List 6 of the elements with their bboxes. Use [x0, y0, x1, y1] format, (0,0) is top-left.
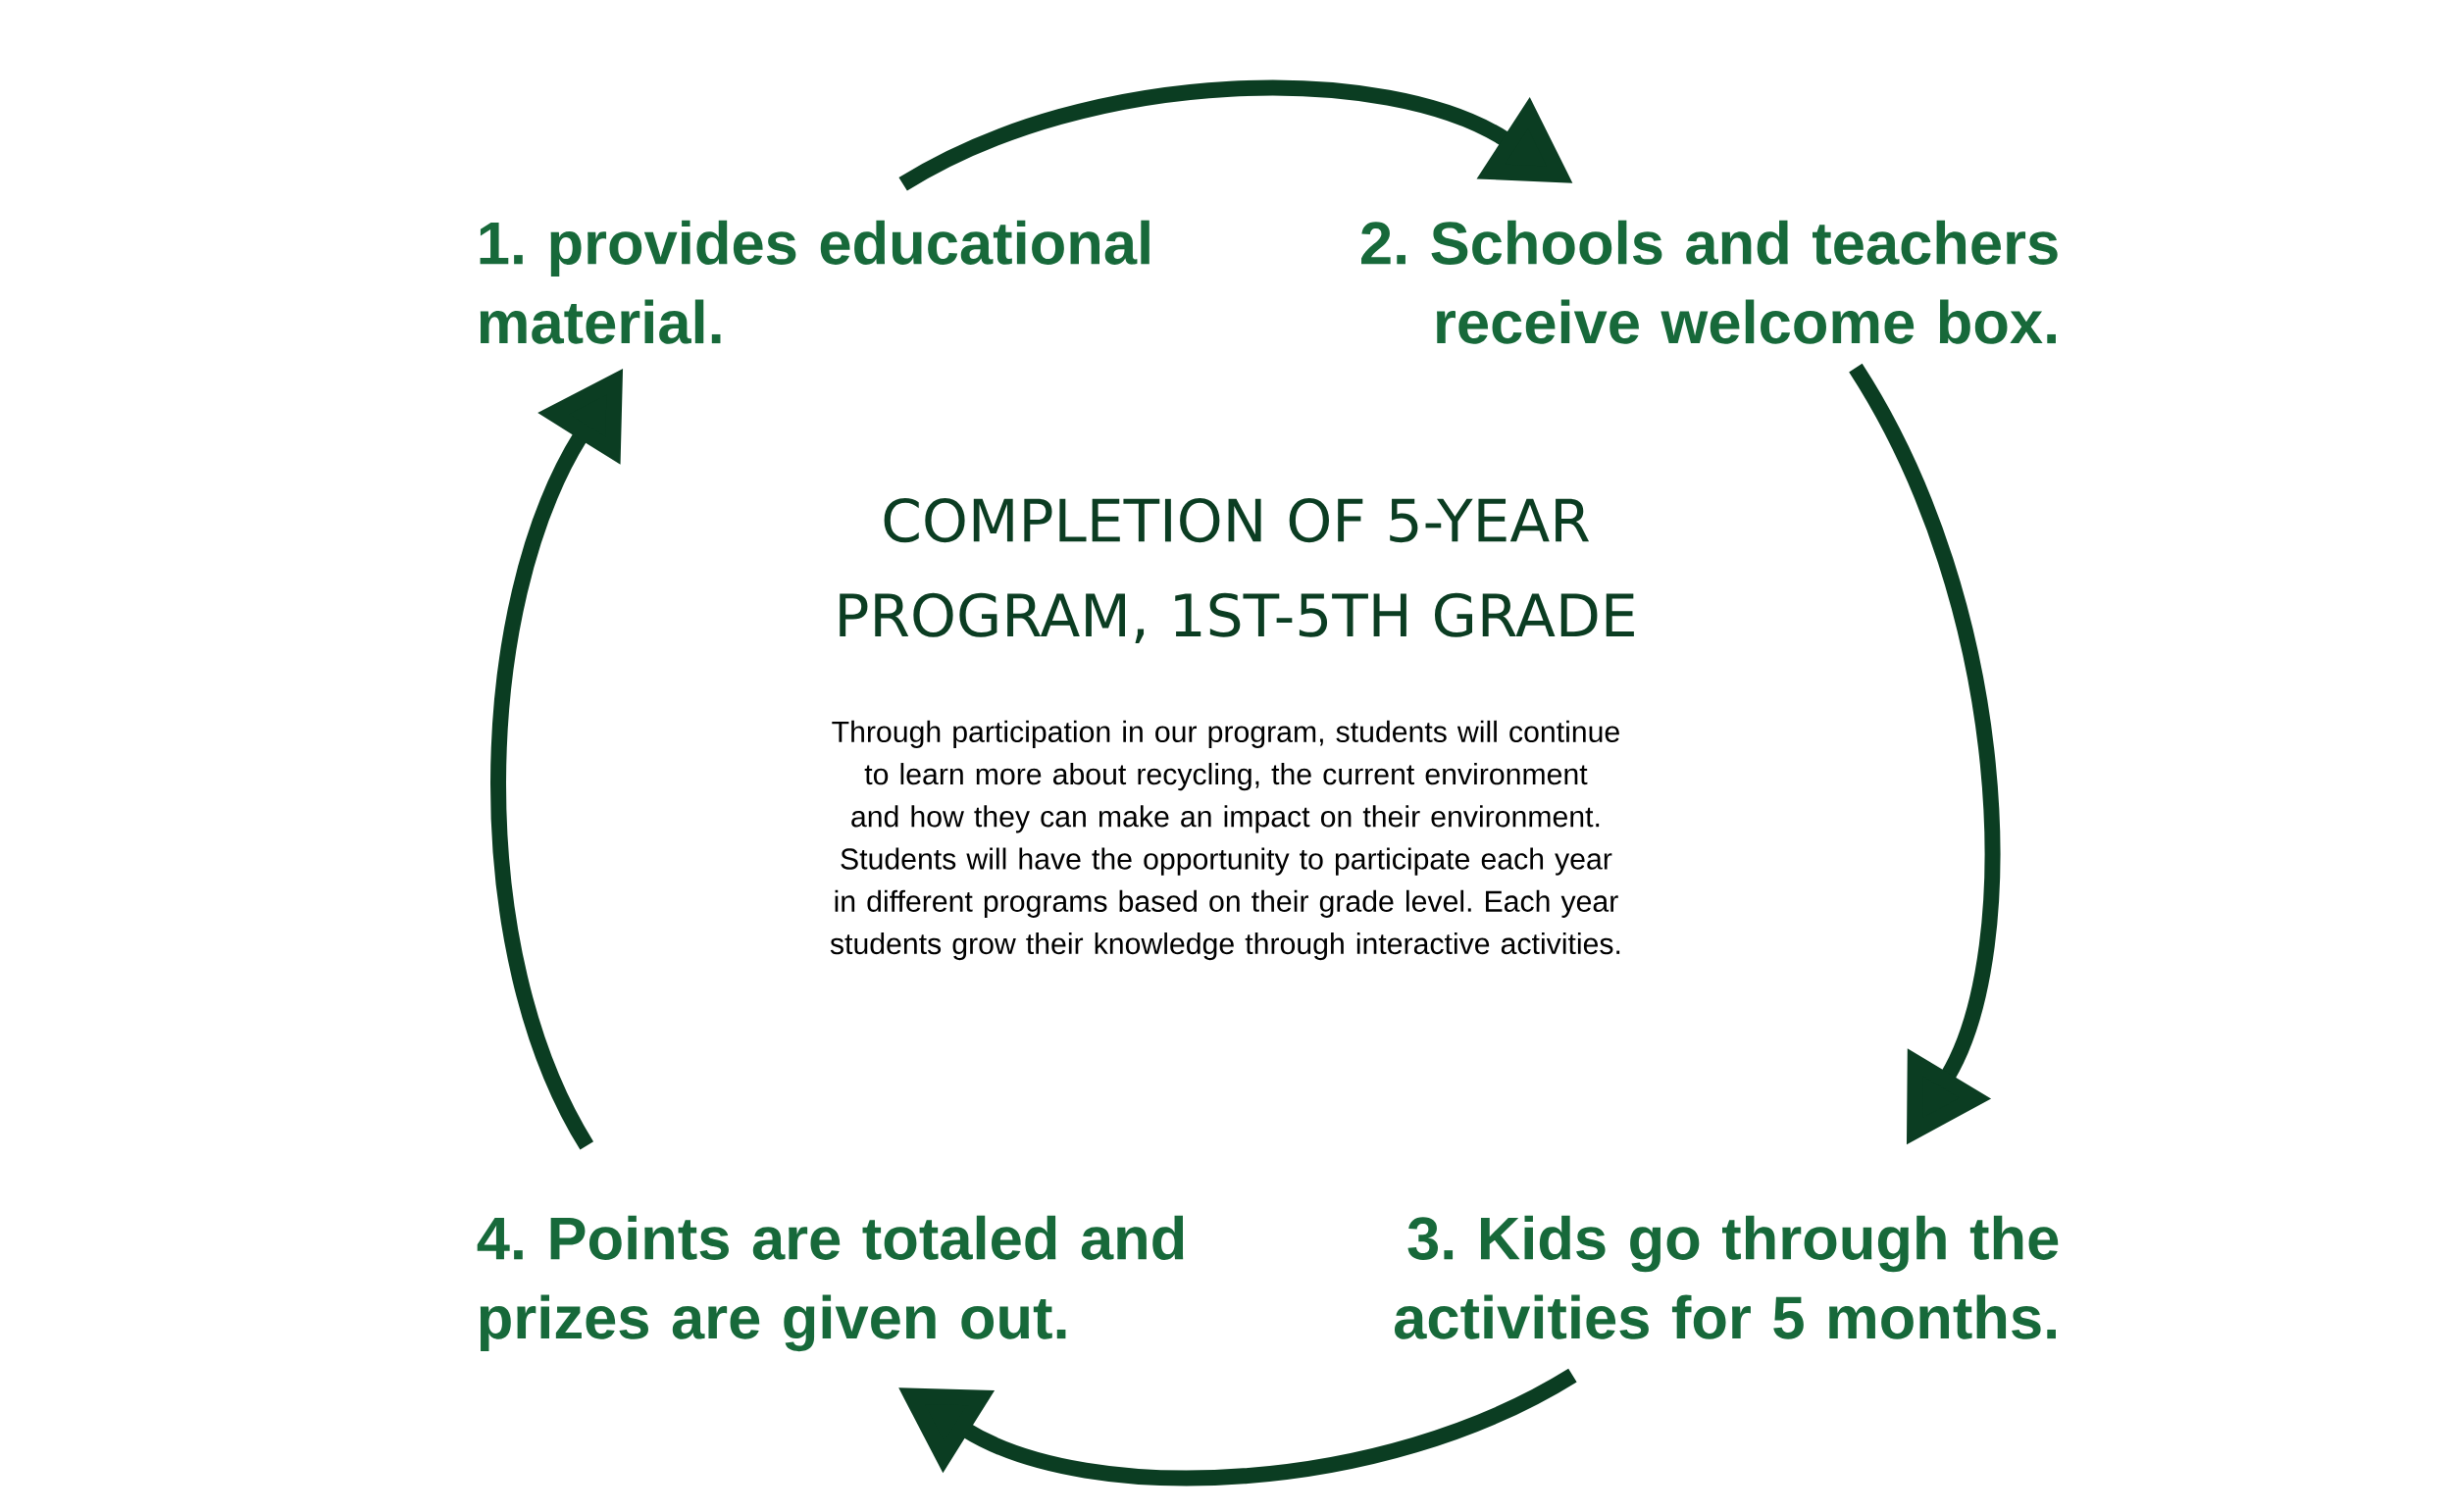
description-text: Through participation in our program, students will continue to learn more about recycling, the current environment and how they can make an impact on their environment. Students will have the opportunity to participate each year in different programs based on their grade level. Each year students grow their knowledge through interactive activities.	[830, 720, 1620, 961]
step-text: 3. Kids go through the activities for 5 months.	[1395, 1215, 2059, 1339]
step-text: 1. provides educational material.	[480, 220, 1149, 344]
title: COMPLETION OF 5-YEAR PROGRAM, 1ST-5TH GRADE	[840, 498, 1634, 643]
step-text: 4. Points are totaled and prizes are given out.	[477, 1215, 1184, 1352]
step-text: 2. Schools and teachers receive welcome box.	[1361, 220, 2058, 344]
